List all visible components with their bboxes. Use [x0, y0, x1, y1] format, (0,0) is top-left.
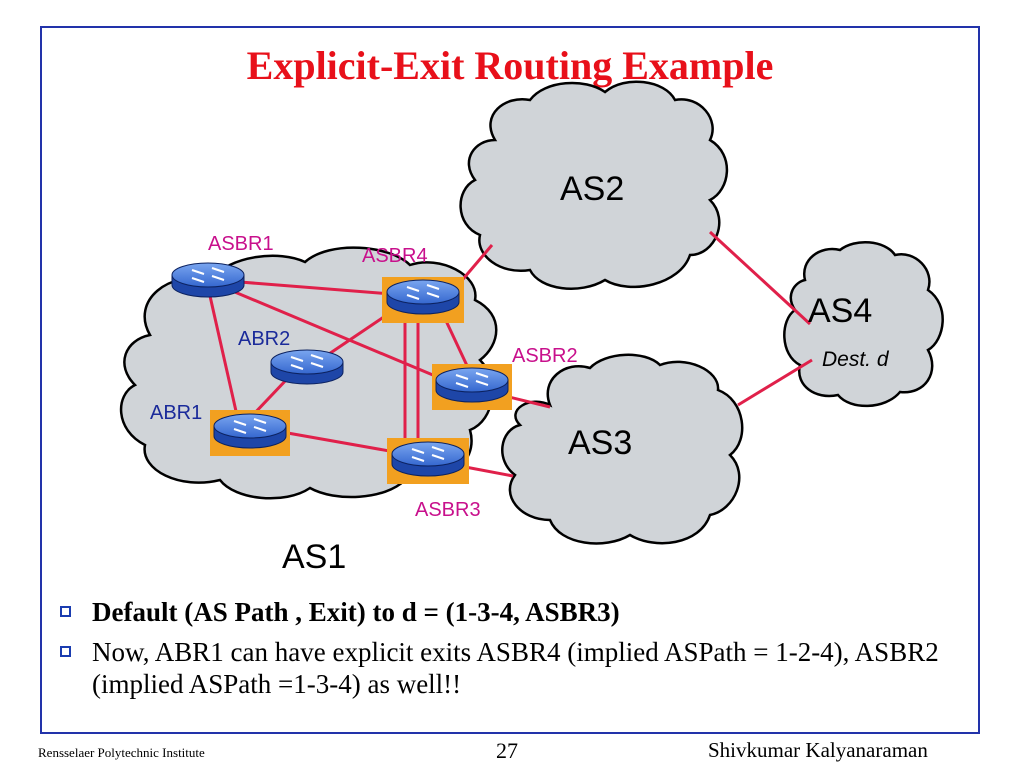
- bullet-text: Now, ABR1 can have explicit exits ASBR4 …: [92, 637, 939, 699]
- label-as4: AS4: [808, 292, 872, 330]
- router-abr2-icon: [270, 349, 344, 385]
- label-asbr2: ASBR2: [512, 345, 578, 367]
- label-asbr4: ASBR4: [362, 245, 428, 267]
- link-asbr2-as3: [504, 394, 551, 409]
- slide-frame: [40, 26, 980, 734]
- as3-cloud: [501, 353, 744, 545]
- router-asbr2-icon: [435, 367, 509, 403]
- footer-author: Shivkumar Kalyanaraman: [708, 738, 928, 762]
- label-asbr3: ASBR3: [415, 499, 481, 521]
- routers: [171, 262, 509, 477]
- router-asbr3-icon: [391, 441, 465, 477]
- label-abr1: ABR1: [150, 402, 202, 424]
- bullet-item: Default (AS Path , Exit) to d = (1-3-4, …: [58, 596, 968, 628]
- square-bullet-icon: [60, 606, 71, 617]
- router-asbr4-icon: [386, 279, 460, 315]
- bullet-text: Default (AS Path , Exit) to d = (1-3-4, …: [92, 597, 620, 627]
- page-number: 27: [496, 738, 518, 763]
- bullet-item: Now, ABR1 can have explicit exits ASBR4 …: [58, 636, 968, 700]
- footer-institution: Rensselaer Polytechnic Institute: [38, 745, 205, 760]
- link-asbr1-asbr4: [239, 280, 393, 296]
- router-asbr1-icon: [171, 262, 245, 298]
- link-asbr1-abr1: [208, 295, 240, 421]
- label-as2: AS2: [560, 170, 624, 208]
- label-asbr1: ASBR1: [208, 233, 274, 255]
- dest-label: Dest. d: [822, 348, 890, 371]
- label-abr2: ABR2: [238, 328, 290, 350]
- link-abr1-asbr3: [281, 430, 396, 454]
- as4-cloud: [783, 240, 944, 408]
- label-as1: AS1: [282, 538, 346, 576]
- router-abr1-icon: [213, 413, 287, 449]
- link-as2-as4: [708, 230, 812, 326]
- bullet-list: Default (AS Path , Exit) to d = (1-3-4, …: [58, 596, 968, 708]
- slide-title: Explicit-Exit Routing Example: [246, 43, 774, 88]
- link-as3-as4: [737, 358, 813, 407]
- square-bullet-icon: [60, 646, 71, 657]
- label-as3: AS3: [568, 424, 632, 462]
